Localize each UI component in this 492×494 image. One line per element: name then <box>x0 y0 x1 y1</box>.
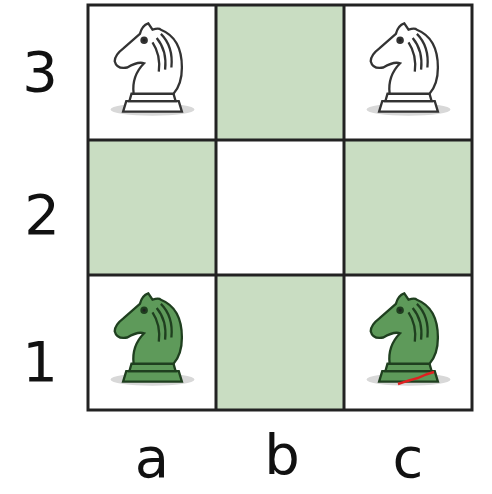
file-label: c <box>393 430 424 486</box>
file-label: b <box>264 427 300 483</box>
grid-lines <box>88 5 472 410</box>
file-label: a <box>135 430 169 486</box>
white-knight <box>111 23 195 115</box>
board-squares <box>88 5 472 410</box>
rank-label: 2 <box>24 187 60 243</box>
red-mark <box>398 372 434 384</box>
white-knight <box>367 23 451 115</box>
rank-label: 1 <box>22 334 58 390</box>
rank-label: 3 <box>22 44 58 100</box>
green-knight <box>111 293 195 385</box>
green-knight <box>367 293 451 385</box>
